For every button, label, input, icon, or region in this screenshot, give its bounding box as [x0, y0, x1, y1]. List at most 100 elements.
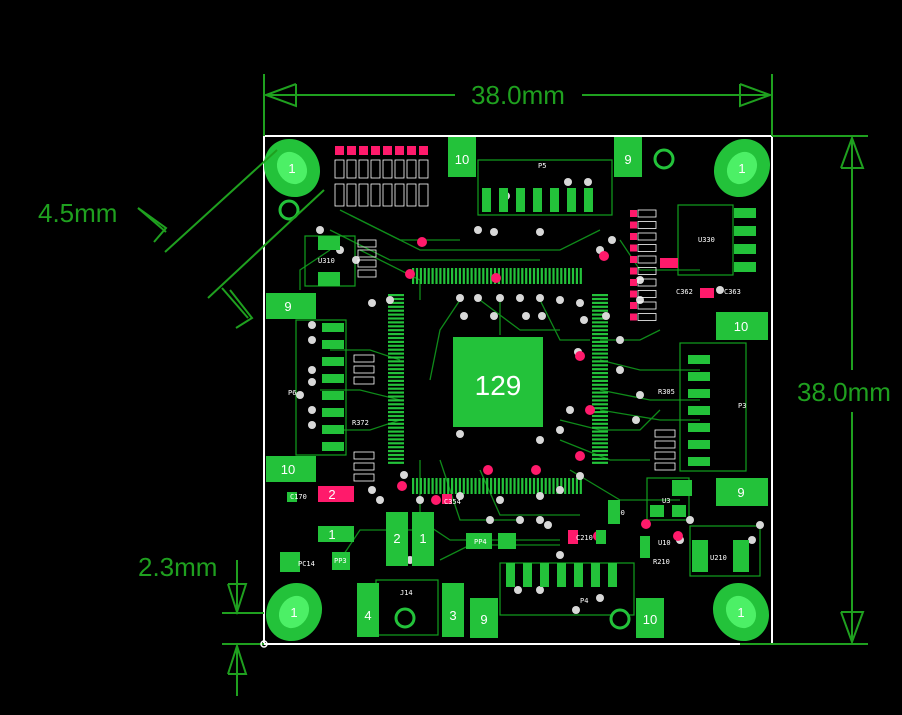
chip-pin: [592, 383, 608, 386]
chip-pin: [517, 478, 520, 494]
chip-pin: [388, 379, 404, 382]
led-resistor: [382, 183, 393, 207]
chip-pin: [388, 399, 404, 402]
via-highlight: [585, 405, 595, 415]
via-highlight: [483, 465, 493, 475]
svg-text:P3: P3: [738, 402, 746, 410]
chip-pin: [388, 344, 404, 347]
chip-pin: [490, 268, 493, 284]
via: [308, 336, 316, 344]
rnet-body: [353, 365, 375, 374]
chip-pin: [592, 457, 608, 460]
chip-pin: [568, 478, 571, 494]
chip-pin: [486, 268, 489, 284]
via: [556, 486, 564, 494]
rnet-pad: [630, 302, 637, 309]
via: [636, 391, 644, 399]
via: [316, 226, 324, 234]
chip-pin: [592, 438, 608, 441]
rnet-body: [637, 209, 657, 218]
led-outline: [358, 159, 369, 179]
chip-pin: [447, 478, 450, 494]
rnet-pad: [630, 279, 637, 286]
chip-pin: [552, 268, 555, 284]
via-highlight: [405, 269, 415, 279]
via: [386, 296, 394, 304]
via: [564, 178, 572, 186]
via: [536, 516, 544, 524]
chip-pin: [552, 478, 555, 494]
chip-pin: [454, 268, 458, 284]
chip-pin: [592, 450, 608, 453]
chip-pin: [592, 340, 608, 343]
chip-pin: [388, 430, 404, 433]
via: [584, 178, 592, 186]
svg-text:9: 9: [624, 152, 631, 167]
chip-pin: [490, 478, 493, 494]
chip-pin: [451, 268, 454, 284]
via: [608, 236, 616, 244]
chip-pin: [388, 313, 404, 316]
chip-pin: [592, 333, 608, 336]
rnet-body: [654, 462, 676, 471]
via: [580, 316, 588, 324]
chip-pin: [388, 325, 404, 328]
rnet-pad: [630, 313, 637, 321]
svg-text:10: 10: [643, 612, 657, 627]
chip-pin: [592, 317, 608, 320]
via-highlight: [673, 531, 683, 541]
chip-pin: [592, 411, 608, 414]
chip-pin: [571, 268, 575, 284]
led-row: [334, 146, 429, 207]
via: [516, 294, 524, 302]
chip-pin: [592, 418, 608, 421]
svg-text:1: 1: [288, 161, 295, 176]
chip-pin: [501, 268, 504, 284]
dimension-edge-offset-label: 2.3mm: [138, 552, 217, 582]
led-resistor: [358, 183, 369, 207]
svg-text:R305: R305: [658, 388, 675, 396]
rnet-body: [637, 232, 657, 241]
via: [516, 516, 524, 524]
svg-text:9: 9: [284, 299, 291, 314]
dimension-height-label: 38.0mm: [797, 377, 891, 407]
connector-p6: 9 10 P6: [266, 293, 344, 482]
via: [576, 299, 584, 307]
chip-pin: [415, 268, 419, 284]
chip-pin: [388, 297, 404, 301]
chip-pin: [454, 478, 458, 494]
hole-j14: [394, 607, 416, 629]
svg-text:2: 2: [393, 531, 400, 546]
led-resistor: [334, 183, 345, 207]
component-sq: 2 1: [318, 486, 354, 542]
rnet-body: [353, 451, 375, 460]
rnet-body: [637, 278, 657, 287]
rnet-body: [654, 451, 676, 460]
chip-pin: [556, 268, 559, 284]
chip-pins-top: [412, 268, 582, 284]
chip-pin: [474, 478, 477, 494]
via: [556, 551, 564, 559]
rnet-body: [353, 354, 375, 363]
chip-pin: [427, 478, 430, 494]
chip-pin: [592, 352, 608, 355]
led-outline: [406, 159, 417, 179]
chip-pin: [466, 478, 469, 494]
chip-pin: [388, 364, 404, 367]
chip-pin: [592, 422, 608, 425]
via: [566, 406, 574, 414]
via-highlight: [531, 465, 541, 475]
svg-text:P5: P5: [538, 162, 546, 170]
chip-pin: [592, 372, 608, 375]
component-u330: U330: [660, 208, 756, 272]
svg-text:U330: U330: [698, 236, 715, 244]
led-pad: [407, 146, 416, 155]
via: [756, 521, 764, 529]
svg-text:1: 1: [419, 531, 426, 546]
svg-text:2: 2: [328, 487, 335, 502]
svg-text:1: 1: [737, 605, 744, 620]
chip-pin: [447, 268, 450, 284]
chip-pin: [493, 478, 497, 494]
chip-pin: [388, 395, 404, 398]
rnet-pad: [630, 256, 637, 263]
